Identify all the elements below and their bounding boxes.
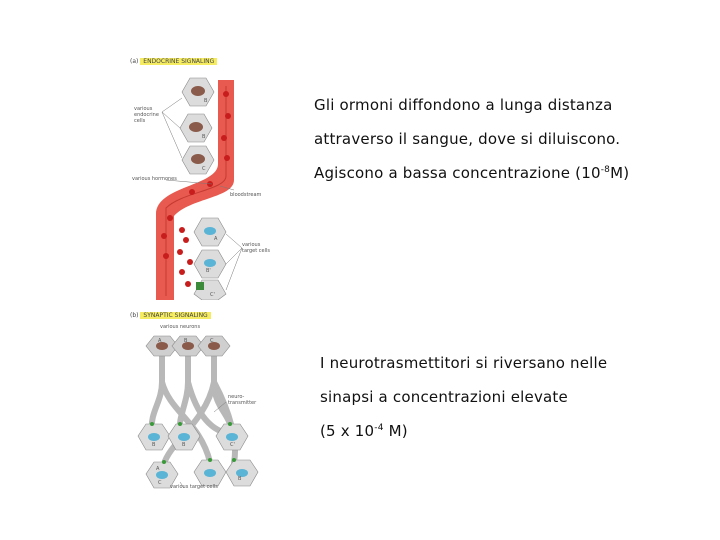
synaptic-diagram [137, 335, 259, 489]
synaptic-target-letter: B [238, 476, 242, 482]
endocrine-cell-letter: B [202, 134, 206, 140]
endocrine-label-prefix: (a) [130, 58, 139, 65]
neurotransmitters-unit: M) [383, 422, 408, 440]
endocrine-label-title: ENDOCRINE SIGNALING [140, 58, 218, 65]
synaptic-figure-label: (b) SYNAPTIC SIGNALING [130, 312, 211, 319]
endocrine-signaling-figure: (a) ENDOCRINE SIGNALING various endocrin… [130, 58, 275, 300]
target-cells [193, 217, 227, 300]
synaptic-targets-label: various target cells [170, 484, 218, 490]
endocrine-cell-letter: B [204, 98, 208, 104]
synaptic-label-title: SYNAPTIC SIGNALING [140, 312, 211, 319]
endocrine-targets-label: various target cells [242, 242, 271, 254]
synaptic-target-cells [137, 423, 259, 489]
neurotransmitters-text-line-2: sinapsi a concentrazioni elevate [320, 388, 568, 406]
neurons-label: various neurons [160, 324, 201, 330]
target-cell-letter: C' [210, 292, 215, 298]
synaptic-target-letter: B [182, 442, 186, 448]
synaptic-target-letter: C [158, 480, 162, 486]
target-cell-letter: A [214, 236, 218, 242]
neurotransmitters-exponent: -4 [374, 423, 384, 433]
blood-vessel [156, 80, 234, 300]
hormone-dots [161, 91, 231, 287]
hormones-text-line-2: attraverso il sangue, dove si diluiscono… [314, 130, 621, 148]
endocrine-diagram [156, 77, 243, 300]
endocrine-cell-letter: C [202, 166, 206, 172]
transmitter-label: neuro-transmitter [228, 394, 257, 406]
hormones-unit: M) [610, 164, 630, 182]
neuron-letter: A [158, 338, 162, 344]
neuron-letter: B [184, 338, 188, 344]
hormones-concentration-text: Agiscono a bassa concentrazione (10 [314, 164, 601, 182]
hormones-text-line-3: Agiscono a bassa concentrazione (10-8M) [314, 164, 629, 182]
endocrine-cells-label: various endocrine cells [134, 106, 159, 124]
hormones-exponent: -8 [600, 165, 611, 175]
endocrine-figure-label: (a) ENDOCRINE SIGNALING [130, 58, 218, 65]
neurotransmitters-concentration-text: (5 x 10 [320, 422, 375, 440]
synaptic-target-letter: A [156, 466, 160, 472]
synaptic-target-letter: C' [230, 442, 235, 448]
neurotransmitters-text-line-3: (5 x 10-4 M) [320, 422, 408, 440]
hormones-text-line-1: Gli ormoni diffondono a lunga distanza [314, 96, 613, 114]
synapse-dots [150, 422, 236, 464]
neuron-letter: C [210, 338, 214, 344]
neurons [145, 335, 231, 357]
hormones-label: various hormones [132, 176, 177, 182]
neurotransmitters-text-line-1: I neurotrasmettitori si riversano nelle [320, 354, 608, 372]
endocrine-cells [179, 77, 215, 175]
synaptic-target-letter: B [152, 442, 156, 448]
synaptic-label-prefix: (b) [130, 312, 139, 319]
target-cell-letter: B' [206, 268, 211, 274]
synaptic-signaling-figure: (b) SYNAPTIC SIGNALING various neurons n… [130, 312, 275, 492]
bloodstream-label: bloodstream [230, 192, 262, 198]
